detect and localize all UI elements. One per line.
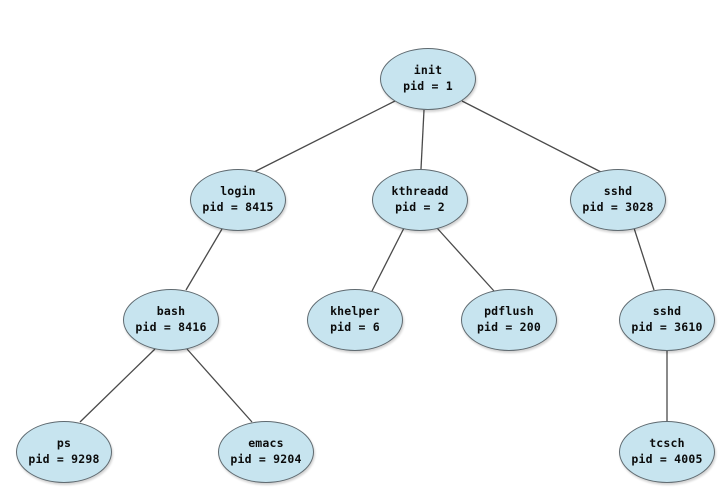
process-pid: pid = 8415	[202, 200, 274, 214]
process-name: kthreadd	[391, 184, 449, 199]
process-pid: pid = 4005	[631, 452, 703, 466]
process-name: bash	[156, 304, 186, 319]
process-pid: pid = 1	[403, 79, 453, 93]
process-name: ps	[56, 436, 72, 451]
edge-init-to-sshd1	[461, 100, 602, 173]
process-name: tcsch	[649, 436, 685, 451]
edge-init-to-login	[253, 100, 396, 173]
edge-kthreadd-to-pdflush	[436, 227, 495, 292]
edge-bash-to-emacs	[186, 348, 253, 423]
process-name: login	[220, 184, 256, 199]
edge-sshd1-to-sshd2	[633, 227, 655, 291]
process-pid: pid = 8416	[135, 320, 207, 334]
process-name: emacs	[248, 436, 284, 451]
process-pid: pid = 6	[330, 320, 380, 334]
process-pid: pid = 3028	[582, 200, 654, 214]
edge-kthreadd-to-khelper	[371, 227, 405, 292]
edge-bash-to-ps	[79, 348, 156, 423]
edge-login-to-bash	[185, 228, 223, 291]
process-name: init	[413, 63, 443, 78]
process-name: sshd	[603, 184, 633, 199]
process-pid: pid = 3610	[631, 320, 703, 334]
process-pid: pid = 2	[395, 200, 445, 214]
process-pid: pid = 9298	[28, 452, 100, 466]
process-name: pdflush	[484, 304, 534, 319]
process-name: sshd	[652, 304, 682, 319]
process-pid: pid = 9204	[230, 452, 302, 466]
process-name: khelper	[330, 304, 380, 319]
edge-init-to-kthreadd	[420, 109, 425, 170]
process-pid: pid = 200	[476, 320, 542, 334]
